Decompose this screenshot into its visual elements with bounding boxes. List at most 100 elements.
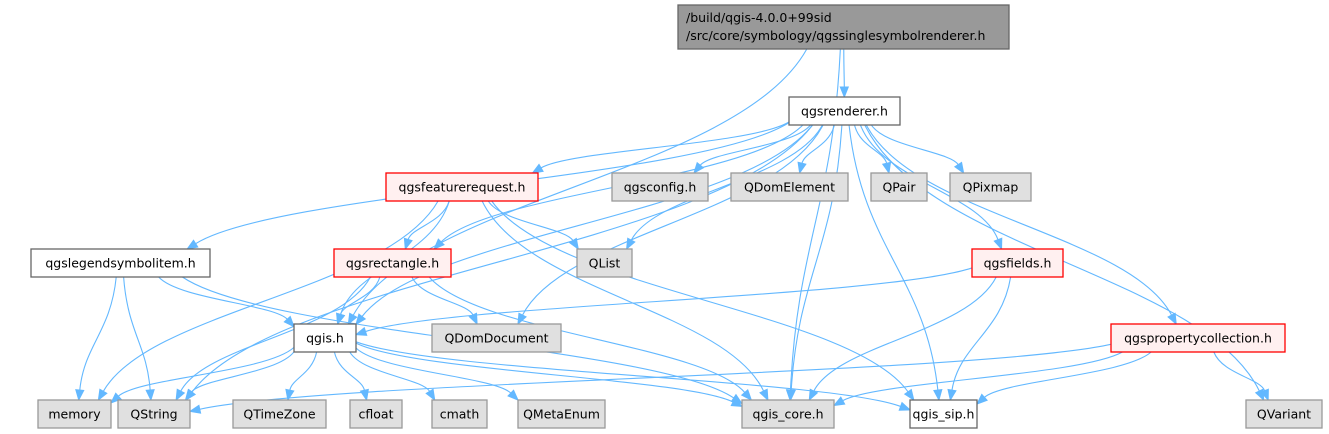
arrowhead-icon (898, 401, 912, 411)
node-root[interactable]: /build/qgis-4.0.0+99sid/src/core/symbolo… (677, 4, 1010, 50)
edge-line (123, 276, 151, 391)
node-box[interactable] (37, 399, 112, 429)
arrowhead-icon (355, 313, 367, 326)
node-box[interactable] (677, 4, 1010, 50)
node-QVariant[interactable]: QVariant (1245, 399, 1323, 429)
node-QDomDocument[interactable]: QDomDocument (431, 323, 562, 353)
node-memory[interactable]: memory (37, 399, 112, 429)
node-box[interactable] (232, 399, 327, 429)
edge-qgsrenderer-to-QPair (854, 124, 892, 175)
node-label: qgis_sip.h (913, 407, 975, 422)
arrowhead-icon (347, 312, 358, 326)
arrowhead-icon (993, 237, 1003, 251)
edge-qgspropertycollection-to-qgis_sip (975, 351, 1152, 405)
arrowhead-icon (839, 86, 850, 99)
node-layer: /build/qgis-4.0.0+99sid/src/core/symbolo… (30, 4, 1323, 429)
edge-qgsfields-to-qgis_sip (947, 276, 1012, 402)
node-box[interactable] (517, 399, 606, 429)
node-box[interactable] (333, 248, 452, 278)
edge-root-to-qgsrenderer (839, 48, 850, 99)
node-box[interactable] (730, 172, 849, 202)
node-box[interactable] (611, 172, 709, 202)
node-QTimeZone[interactable]: QTimeZone (232, 399, 327, 429)
arrowhead-icon (145, 389, 155, 402)
node-QDomElement[interactable]: QDomElement (730, 172, 849, 202)
edge-qgspropertycollection-to-QString (188, 343, 1112, 414)
edge-qgis-to-QTimeZone (285, 351, 318, 402)
node-qgslegendsymbolitem[interactable]: qgslegendsymbolitem.h (30, 248, 211, 278)
edge-qgis-to-cmath (349, 351, 436, 402)
node-box[interactable] (949, 172, 1032, 202)
node-label: memory (48, 407, 101, 422)
arrowhead-icon (903, 388, 915, 402)
node-qgsrectangle[interactable]: qgsrectangle.h (333, 248, 452, 278)
node-box[interactable] (293, 323, 357, 353)
node-label: /build/qgis-4.0.0+99sid (686, 10, 832, 25)
node-box[interactable] (1110, 323, 1286, 353)
node-box[interactable] (909, 399, 978, 429)
edge-qgis-to-qgis_core (355, 342, 744, 408)
edge-qgis-to-memory (110, 346, 295, 404)
node-qgsconfig[interactable]: qgsconfig.h (611, 172, 709, 202)
node-box[interactable] (30, 248, 211, 278)
edge-line (854, 124, 888, 164)
edge-line (365, 267, 973, 333)
node-label: QDomDocument (444, 331, 548, 346)
node-qgis[interactable]: qgis.h (293, 323, 357, 353)
node-box[interactable] (117, 399, 191, 429)
node-box[interactable] (431, 399, 488, 429)
node-cmath[interactable]: cmath (431, 399, 488, 429)
edge-line (790, 124, 843, 391)
node-label: QDomElement (744, 180, 835, 195)
node-label: QPair (882, 180, 916, 195)
arrowhead-icon (283, 315, 295, 328)
edge-line (102, 200, 439, 392)
node-label: /src/core/symbology/qgssinglesymbolrende… (686, 28, 985, 43)
node-box[interactable] (971, 248, 1064, 278)
edge-line (1213, 351, 1266, 391)
node-box[interactable] (385, 172, 539, 202)
node-qgsfields[interactable]: qgsfields.h (971, 248, 1064, 278)
node-qgsfeaturerequest[interactable]: qgsfeaturerequest.h (385, 172, 539, 202)
edge-line (349, 351, 431, 392)
node-qgspropertycollection[interactable]: qgspropertycollection.h (1110, 323, 1286, 353)
edge-qgsfeaturerequest-to-qgsrectangle (403, 200, 450, 251)
node-box[interactable] (349, 399, 403, 429)
edge-line (333, 351, 365, 391)
arrowhead-icon (953, 161, 965, 175)
arrowhead-icon (336, 312, 346, 326)
node-box[interactable] (576, 248, 633, 278)
edge-qgsrenderer-to-QString (185, 124, 814, 402)
node-box[interactable] (788, 96, 901, 126)
arrowhead-icon (186, 239, 199, 250)
arrowhead-icon (1254, 388, 1265, 402)
arrowhead-icon (507, 389, 519, 401)
node-QString[interactable]: QString (117, 399, 191, 429)
node-label: qgspropertycollection.h (1124, 331, 1272, 346)
node-label: qgis_core.h (752, 407, 823, 422)
node-label: QList (589, 256, 621, 271)
edge-line (407, 200, 450, 240)
node-box[interactable] (741, 399, 835, 429)
edge-qgsrenderer-to-qgis_core (786, 124, 843, 402)
node-QMetaEnum[interactable]: QMetaEnum (517, 399, 606, 429)
node-cfloat[interactable]: cfloat (349, 399, 403, 429)
node-QPixmap[interactable]: QPixmap (949, 172, 1032, 202)
arrowhead-icon (97, 388, 108, 402)
edge-line (843, 48, 845, 88)
node-qgsrenderer[interactable]: qgsrenderer.h (788, 96, 901, 126)
node-label: qgsconfig.h (624, 180, 697, 195)
node-box[interactable] (431, 323, 562, 353)
edge-layer (75, 48, 1269, 414)
node-box[interactable] (1245, 399, 1323, 429)
node-label: qgsrectangle.h (346, 256, 439, 271)
node-qgis-sip[interactable]: qgis_sip.h (909, 399, 978, 429)
edge-line (848, 124, 939, 391)
node-qgis-core[interactable]: qgis_core.h (741, 399, 835, 429)
node-QList[interactable]: QList (576, 248, 633, 278)
node-box[interactable] (870, 172, 928, 202)
edge-qgsrenderer-to-qgsfields (859, 124, 1003, 251)
edge-qgslegendsymbolitem-to-qgis (158, 276, 295, 328)
edge-line (481, 200, 765, 392)
node-QPair[interactable]: QPair (870, 172, 928, 202)
